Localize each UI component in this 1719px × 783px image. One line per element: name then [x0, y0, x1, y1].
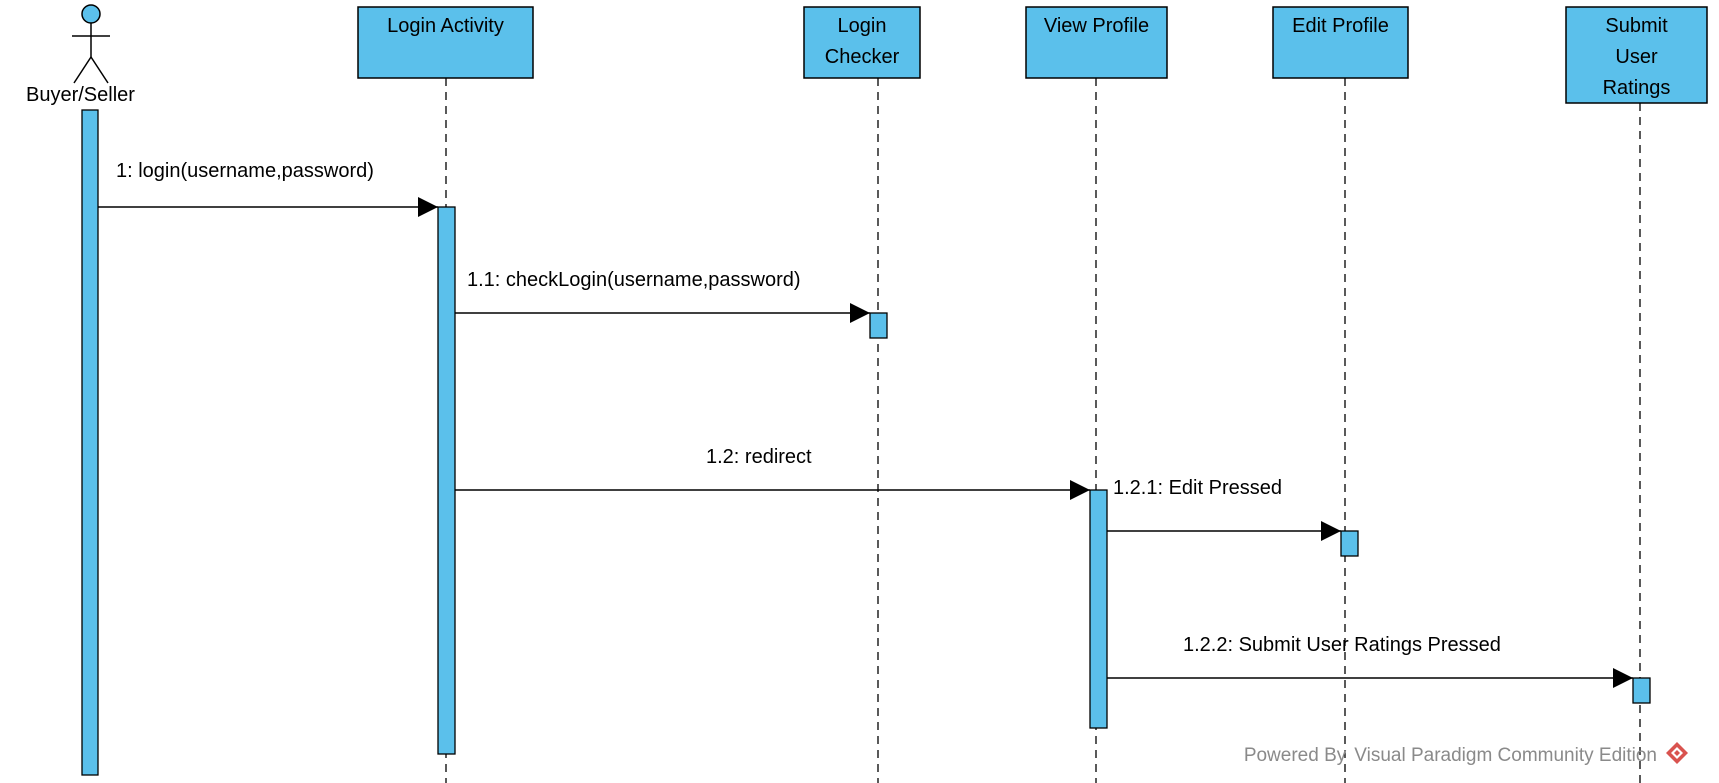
activation-login-checker: [869, 312, 888, 339]
activation-edit-profile: [1340, 530, 1359, 557]
lifeline-label-submit-user-ratings: Submit User Ratings: [1602, 15, 1671, 99]
lifeline-label-view-profile: View Profile: [1043, 15, 1150, 37]
actor-figure: [72, 4, 110, 84]
footer-product-name: Visual Paradigm Community Edition: [1354, 745, 1657, 766]
footer-powered-by: Powered By: [1243, 745, 1347, 766]
message-label-1-2-2: 1.2.2: Submit User Ratings Pressed: [1183, 634, 1501, 656]
lifeline-box-submit-user-ratings: [1565, 6, 1708, 104]
visual-paradigm-logo-icon: [1665, 741, 1689, 771]
lifeline-box-login-activity: [357, 6, 534, 79]
actor-label: Buyer/Seller: [26, 84, 135, 106]
activation-buyer-seller: [81, 109, 99, 776]
lifeline-box-login-checker: [803, 6, 921, 79]
message-label-1-1: 1.1: checkLogin(username,password): [467, 269, 801, 291]
footer-watermark: Powered By Visual Paradigm Community Edi…: [1244, 741, 1689, 771]
message-label-1-2-1: 1.2.1: Edit Pressed: [1113, 477, 1282, 499]
message-label-1-2: 1.2: redirect: [706, 446, 812, 468]
lifeline-label-login-activity: Login Activity: [387, 15, 504, 37]
activation-submit-user-ratings: [1632, 677, 1651, 704]
lifeline-box-view-profile: [1025, 6, 1168, 79]
lifeline-label-edit-profile: Edit Profile: [1292, 15, 1389, 37]
lifeline-box-edit-profile: [1272, 6, 1409, 79]
activation-view-profile: [1089, 489, 1108, 729]
lifeline-label-login-checker: Login Checker: [824, 15, 900, 68]
activation-login-activity: [437, 206, 456, 755]
message-label-1: 1: login(username,password): [116, 160, 374, 182]
